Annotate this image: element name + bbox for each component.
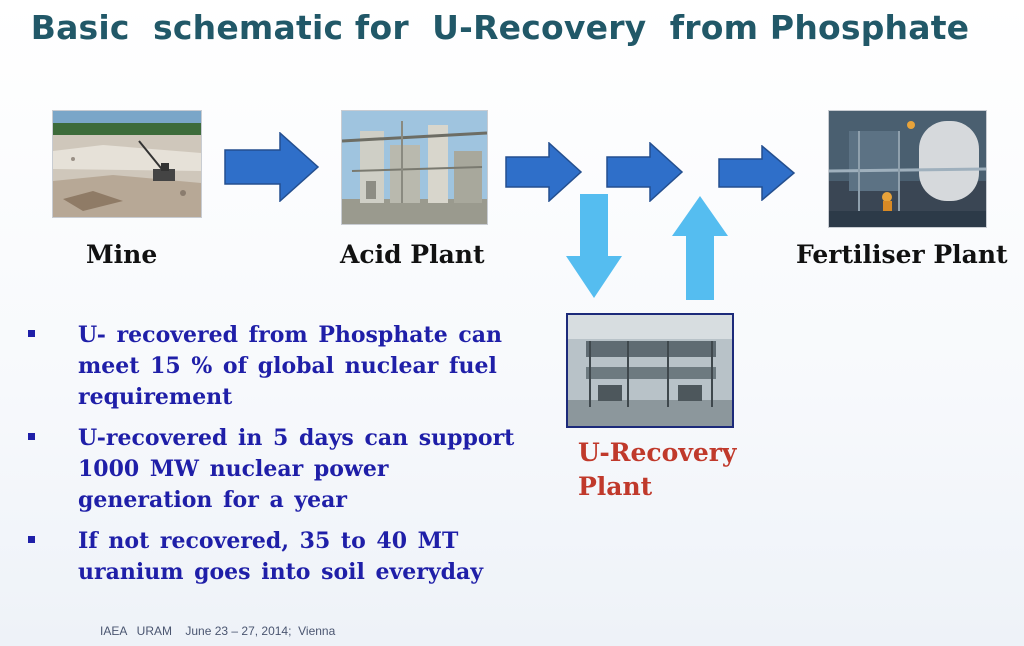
acid-plant-photo: [341, 110, 488, 225]
u-recovery-label-line2: Plant: [578, 472, 653, 501]
fertiliser-plant-label: Fertiliser Plant: [796, 240, 1008, 269]
u-recovery-plant-label: U-Recovery Plant: [578, 436, 736, 504]
arrow-down-to-u-recovery: [566, 194, 622, 298]
bullet-text: U-recovered in 5 days can support 1000 M…: [78, 425, 515, 513]
arrow-mine-to-acid: [224, 132, 320, 202]
bullet-item: If not recovered, 35 to 40 MT uranium go…: [28, 526, 528, 588]
bullet-text: If not recovered, 35 to 40 MT uranium go…: [78, 528, 484, 585]
mine-label: Mine: [86, 240, 158, 269]
bullet-item: U- recovered from Phosphate can meet 15 …: [28, 320, 528, 413]
bullet-marker: [28, 536, 35, 543]
bullet-marker: [28, 433, 35, 440]
fertiliser-plant-photo: [828, 110, 987, 228]
u-recovery-plant-photo: [566, 313, 734, 428]
arrow-branch-to-return: [606, 142, 684, 202]
mine-photo: [52, 110, 202, 218]
bullet-text: U- recovered from Phosphate can meet 15 …: [78, 322, 503, 410]
slide-footer: IAEA URAM June 23 – 27, 2014; Vienna: [100, 624, 336, 638]
u-recovery-label-line1: U-Recovery: [578, 438, 737, 467]
arrow-acid-to-branch: [505, 142, 583, 202]
acid-plant-label: Acid Plant: [340, 240, 485, 269]
arrow-up-from-u-recovery: [672, 196, 728, 300]
bullet-list: U- recovered from Phosphate can meet 15 …: [28, 320, 528, 598]
bullet-item: U-recovered in 5 days can support 1000 M…: [28, 423, 528, 516]
slide-title: Basic schematic for U-Recovery from Phos…: [30, 8, 970, 47]
bullet-marker: [28, 330, 35, 337]
arrow-to-fertiliser: [718, 145, 796, 201]
